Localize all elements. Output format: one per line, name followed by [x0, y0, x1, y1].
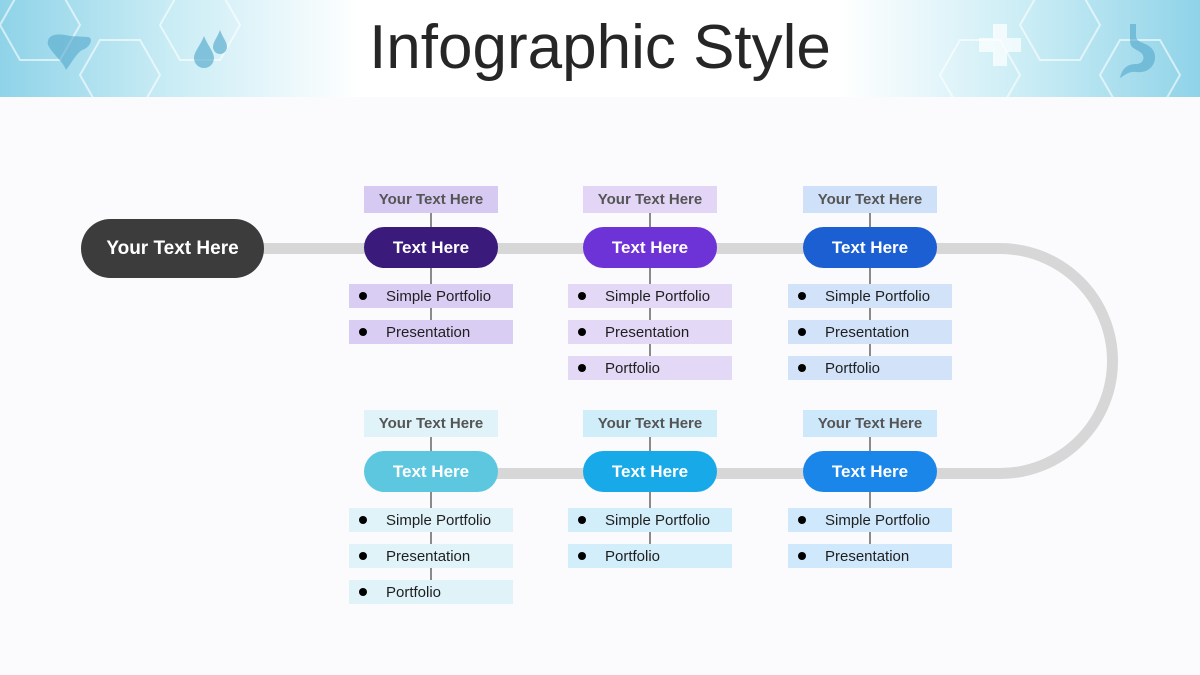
bullet-icon: [578, 552, 586, 560]
list-item-text: Presentation: [386, 547, 471, 565]
list-item-text: Portfolio: [825, 359, 881, 377]
stage-list-item: Simple Portfolio: [568, 508, 732, 532]
stage-list-item: Simple Portfolio: [788, 284, 952, 308]
stage-list-item: Portfolio: [568, 544, 732, 568]
bullet-icon: [578, 364, 586, 372]
stage-header: Your Text Here: [803, 410, 937, 437]
stage-header: Your Text Here: [583, 186, 717, 213]
stage-connector: [649, 430, 651, 554]
stage-header: Your Text Here: [364, 410, 498, 437]
stage-list-item: Portfolio: [568, 356, 732, 380]
bullet-icon: [798, 292, 806, 300]
list-item-text: Simple Portfolio: [825, 511, 931, 529]
bullet-icon: [359, 588, 367, 596]
stage-list-item: Simple Portfolio: [788, 508, 952, 532]
list-item-text: Simple Portfolio: [386, 511, 492, 529]
stage-pill: Text Here: [803, 451, 937, 492]
list-item-text: Portfolio: [605, 359, 661, 377]
start-node: Your Text Here: [81, 219, 264, 278]
stage-pill: Text Here: [364, 451, 498, 492]
stage-pill: Text Here: [583, 227, 717, 268]
bullet-icon: [798, 516, 806, 524]
stage-pill: Text Here: [364, 227, 498, 268]
bullet-icon: [578, 328, 586, 336]
list-item-text: Portfolio: [605, 547, 661, 565]
stage-pill: Text Here: [803, 227, 937, 268]
stage-list-item: Presentation: [788, 544, 952, 568]
stage-list-item: Simple Portfolio: [349, 508, 513, 532]
stage-list-item: Simple Portfolio: [349, 284, 513, 308]
bullet-icon: [578, 292, 586, 300]
list-item-text: Presentation: [825, 323, 910, 341]
bullet-icon: [798, 328, 806, 336]
stage-list-item: Portfolio: [349, 580, 513, 604]
bullet-icon: [359, 292, 367, 300]
list-item-text: Presentation: [605, 323, 690, 341]
bullet-icon: [359, 552, 367, 560]
stage-list-item: Presentation: [349, 544, 513, 568]
stage-pill: Text Here: [583, 451, 717, 492]
bullet-icon: [798, 364, 806, 372]
list-item-text: Simple Portfolio: [386, 287, 492, 305]
stage-list-item: Presentation: [568, 320, 732, 344]
banner-hex-pattern: [0, 0, 1182, 97]
blood-drops-icon: [194, 30, 227, 68]
list-item-text: Simple Portfolio: [605, 287, 711, 305]
list-item-text: Portfolio: [386, 583, 442, 601]
track-path: [220, 243, 1118, 479]
header-banner: [0, 0, 1200, 97]
bullet-icon: [359, 516, 367, 524]
stage-list-item: Portfolio: [788, 356, 952, 380]
stage-list-item: Presentation: [349, 320, 513, 344]
stage-header: Your Text Here: [364, 186, 498, 213]
bullet-icon: [798, 552, 806, 560]
liver-icon: [47, 34, 91, 70]
stomach-icon: [1120, 24, 1156, 78]
bullet-icon: [578, 516, 586, 524]
stage-list-item: Presentation: [788, 320, 952, 344]
stage-header: Your Text Here: [583, 410, 717, 437]
page-title: Infographic Style: [369, 13, 831, 82]
bullet-icon: [359, 328, 367, 336]
medical-cross-icon: [979, 24, 1021, 66]
stage-header: Your Text Here: [803, 186, 937, 213]
list-item-text: Presentation: [386, 323, 471, 341]
list-item-text: Simple Portfolio: [825, 287, 931, 305]
stage-connector: [430, 206, 432, 330]
list-item-text: Simple Portfolio: [605, 511, 711, 529]
stage-list-item: Simple Portfolio: [568, 284, 732, 308]
stage-connector: [869, 430, 871, 554]
list-item-text: Presentation: [825, 547, 910, 565]
